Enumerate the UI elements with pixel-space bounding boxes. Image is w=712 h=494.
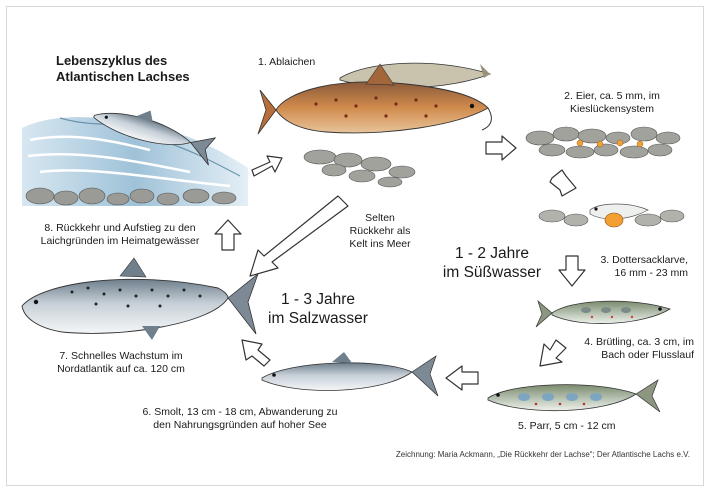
title-line: Lebenszyklus des bbox=[56, 53, 190, 69]
eggs-in-gravel bbox=[526, 127, 680, 158]
waterfall-scene bbox=[22, 94, 248, 206]
arrow-5-to-6 bbox=[446, 366, 478, 390]
arrow-6-to-7 bbox=[242, 340, 270, 366]
stage-6-label: 6. Smolt, 13 cm - 18 cm, Abwanderung zu … bbox=[112, 406, 368, 432]
stage-4-label: 4. Brütling, ca. 3 cm, im Bach oder Flus… bbox=[560, 336, 694, 362]
stage-1-label: 1. Ablaichen bbox=[258, 56, 315, 69]
parr-fish bbox=[488, 380, 660, 412]
stage-8-label: 8. Rückkehr und Aufstieg zu den Laichgrü… bbox=[14, 222, 226, 248]
arrow-8-to-1 bbox=[252, 156, 282, 176]
illustration-credit: Zeichnung: Maria Ackmann, „Die Rückkehr … bbox=[396, 450, 690, 459]
freshwater-duration: 1 - 2 Jahre im Süßwasser bbox=[436, 244, 548, 282]
fry-fish bbox=[536, 301, 670, 327]
arrow-2-to-3 bbox=[550, 170, 576, 196]
stage-3-label: 3. Dottersacklarve, 16 mm - 23 mm bbox=[580, 254, 688, 280]
spawning-gravel-bed bbox=[304, 150, 415, 187]
adult-sea-salmon bbox=[22, 258, 258, 340]
stage-2-label: 2. Eier, ca. 5 mm, im Kieslückensystem bbox=[548, 90, 676, 116]
yolk-sac-larva bbox=[539, 204, 684, 227]
saltwater-duration: 1 - 3 Jahre im Salzwasser bbox=[254, 290, 382, 328]
smolt-fish bbox=[262, 352, 438, 396]
stage-5-label: 5. Parr, 5 cm - 12 cm bbox=[518, 420, 615, 433]
kelt-return-note: Selten Rückkehr als Kelt ins Meer bbox=[334, 212, 426, 251]
spawning-salmon-pair bbox=[258, 63, 491, 134]
stage-7-label: 7. Schnelles Wachstum im Nordatlantik au… bbox=[20, 350, 222, 376]
title-line: Atlantischen Lachses bbox=[56, 69, 190, 85]
arrow-1-to-2 bbox=[486, 136, 516, 160]
diagram-title: Lebenszyklus des Atlantischen Lachses bbox=[56, 53, 190, 85]
